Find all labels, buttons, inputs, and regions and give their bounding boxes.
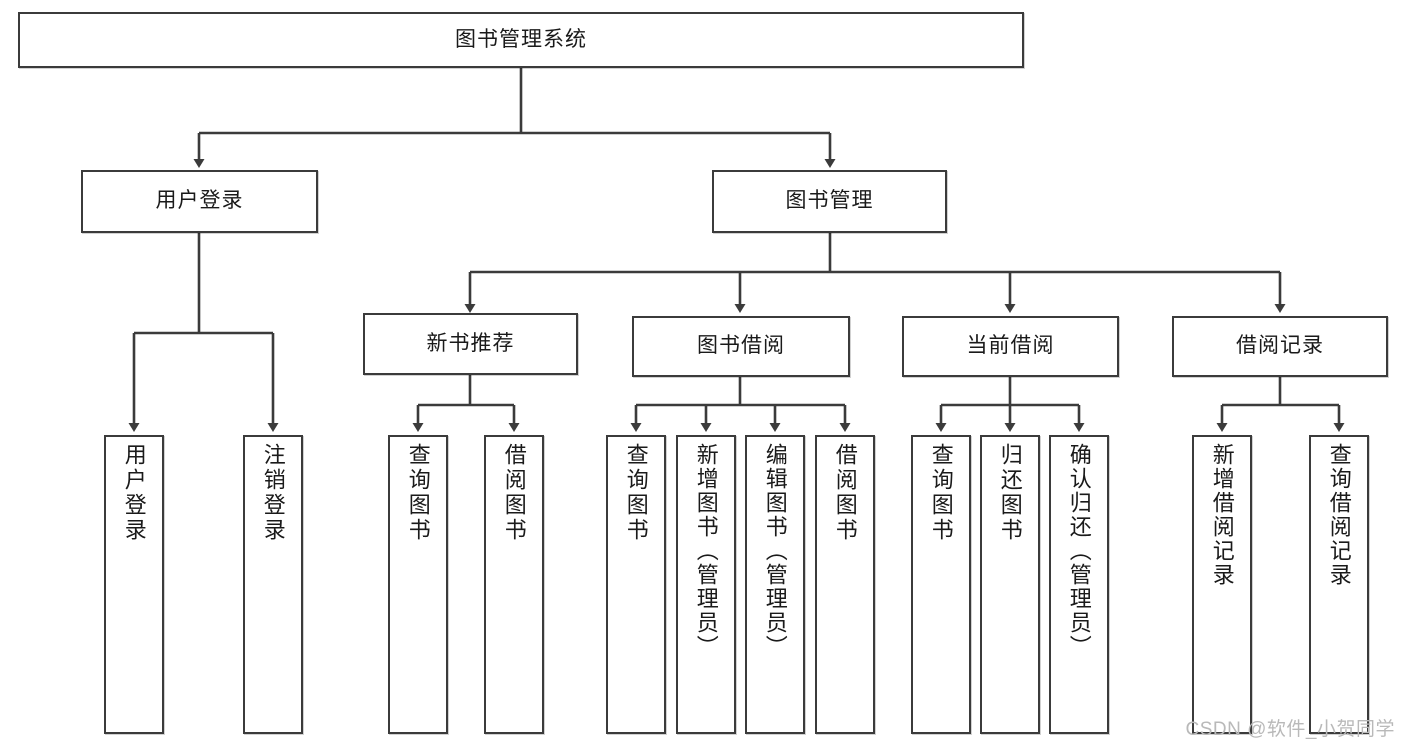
node-current-borrow[interactable]: 当前借阅 <box>902 316 1119 377</box>
leaf-borrow-edit-book[interactable]: 编辑图书（管理员） <box>745 435 805 734</box>
leaf-recommend-borrow-book[interactable]: 借阅图书 <box>484 435 544 734</box>
node-book-borrow[interactable]: 图书借阅 <box>632 316 850 377</box>
leaf-user-login-signin-label: 用户登录 <box>121 443 147 543</box>
node-new-book-recommend-label: 新书推荐 <box>426 331 515 355</box>
leaf-record-add-record[interactable]: 新增借阅记录 <box>1192 435 1252 734</box>
leaf-current-confirm-return[interactable]: 确认归还（管理员） <box>1049 435 1109 734</box>
leaf-borrow-edit-book-label: 编辑图书（管理员） <box>762 443 788 659</box>
leaf-borrow-add-book-label: 新增图书（管理员） <box>693 443 719 659</box>
leaf-borrow-borrow-book[interactable]: 借阅图书 <box>815 435 875 734</box>
node-book-management[interactable]: 图书管理 <box>712 170 947 233</box>
leaf-current-query-book[interactable]: 查询图书 <box>911 435 971 734</box>
node-borrow-record[interactable]: 借阅记录 <box>1172 316 1388 377</box>
leaf-current-confirm-return-label: 确认归还（管理员） <box>1066 443 1092 659</box>
leaf-current-return-book[interactable]: 归还图书 <box>980 435 1040 734</box>
leaf-user-login-signout-label: 注销登录 <box>260 443 286 543</box>
leaf-recommend-query-book[interactable]: 查询图书 <box>388 435 448 734</box>
leaf-record-query-record[interactable]: 查询借阅记录 <box>1309 435 1369 734</box>
node-user-login-label: 用户登录 <box>155 189 244 213</box>
node-new-book-recommend[interactable]: 新书推荐 <box>363 313 578 375</box>
leaf-user-login-signin[interactable]: 用户登录 <box>104 435 164 734</box>
node-borrow-record-label: 借阅记录 <box>1236 334 1324 358</box>
node-current-borrow-label: 当前借阅 <box>966 334 1055 358</box>
node-root-label: 图书管理系统 <box>455 27 587 51</box>
leaf-borrow-add-book[interactable]: 新增图书（管理员） <box>676 435 736 734</box>
leaf-borrow-borrow-book-label: 借阅图书 <box>832 443 858 543</box>
leaf-user-login-signout[interactable]: 注销登录 <box>243 435 303 734</box>
leaf-record-query-record-label: 查询借阅记录 <box>1326 443 1352 587</box>
leaf-borrow-query-book[interactable]: 查询图书 <box>606 435 666 734</box>
leaf-current-query-book-label: 查询图书 <box>928 443 954 543</box>
leaf-current-return-book-label: 归还图书 <box>997 443 1023 543</box>
leaf-recommend-borrow-book-label: 借阅图书 <box>501 443 527 543</box>
csdn-watermark: CSDN @软件_小贺同学 <box>1185 719 1395 740</box>
node-book-management-label: 图书管理 <box>785 189 874 213</box>
leaf-recommend-query-book-label: 查询图书 <box>405 443 431 543</box>
node-root[interactable]: 图书管理系统 <box>18 12 1024 68</box>
node-user-login[interactable]: 用户登录 <box>81 170 318 233</box>
node-book-borrow-label: 图书借阅 <box>697 334 785 358</box>
leaf-record-add-record-label: 新增借阅记录 <box>1209 443 1235 587</box>
leaf-borrow-query-book-label: 查询图书 <box>623 443 649 543</box>
